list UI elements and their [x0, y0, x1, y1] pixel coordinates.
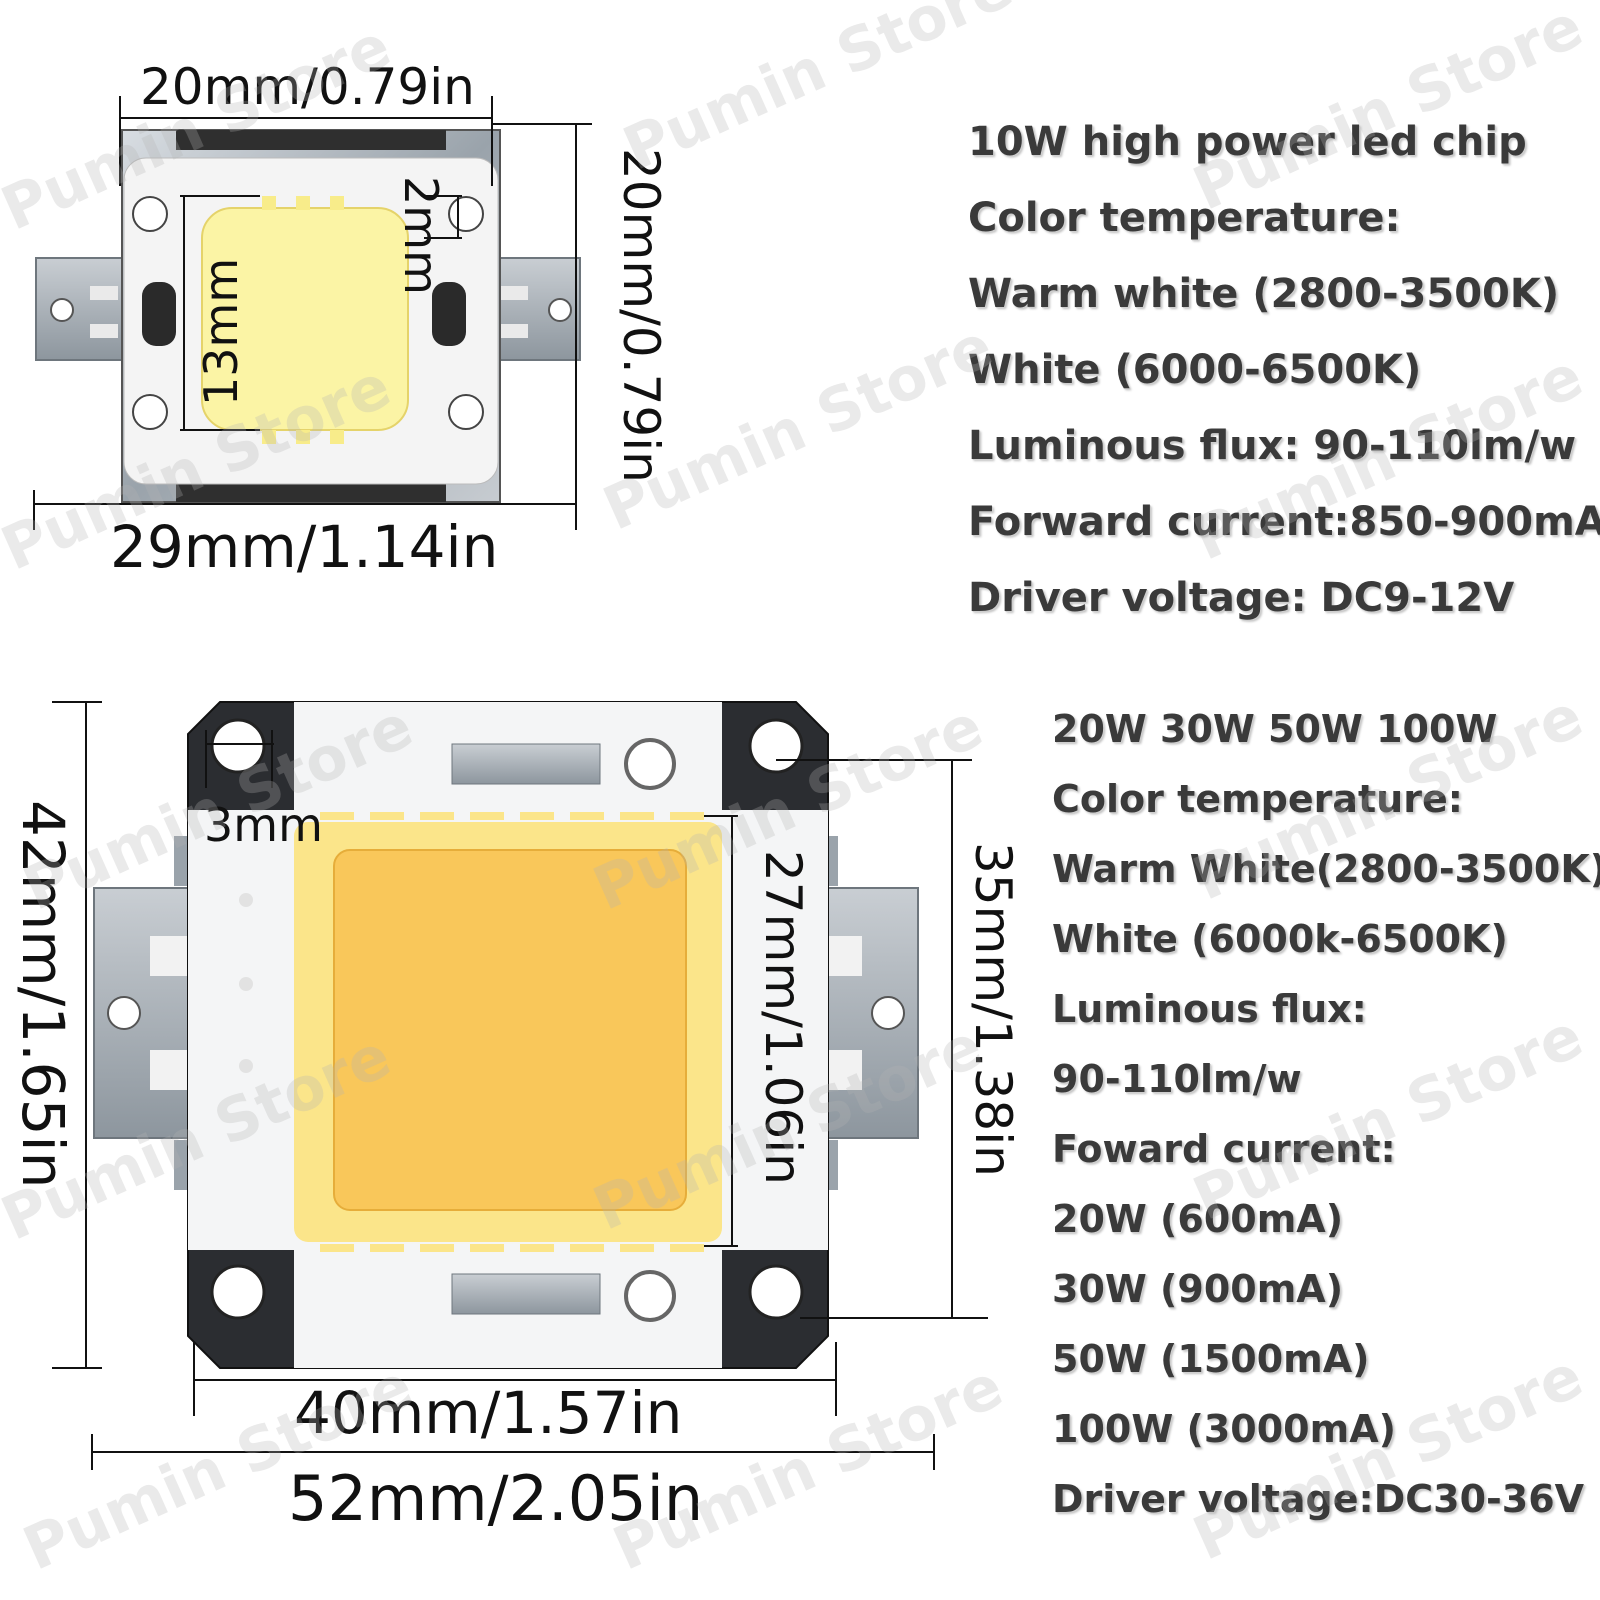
spec-large-line: 30W (900mA) [1052, 1267, 1344, 1311]
small-chip-dim-bottom-label: 29mm/1.14in [110, 513, 499, 581]
spec-large-line: Color temperature: [1052, 777, 1463, 821]
spec-large-title: 20W 30W 50W 100W [1052, 707, 1498, 751]
large-chip-dim-inner-width-label: 40mm/1.57in [294, 1379, 683, 1447]
spec-small-line: Color temperature: [968, 195, 1401, 241]
spec-small-line: White (6000-6500K) [968, 347, 1422, 393]
spec-small-title: 10W high power led chip [968, 119, 1527, 165]
large-chip-dim-outer-width-label: 52mm/2.05in [288, 1462, 704, 1535]
spec-large-line: Foward current: [1052, 1127, 1396, 1171]
spec-large-line: 50W (1500mA) [1052, 1337, 1370, 1381]
small-chip-dim-right-label: 20mm/0.79in [612, 148, 670, 483]
spec-small-line: Driver voltage: DC9-12V [968, 575, 1515, 621]
small-chip-dim-gap-label: 2mm [394, 176, 448, 295]
spec-large-line: 100W (3000mA) [1052, 1407, 1396, 1451]
spec-small-line: Luminous flux: 90-110lm/w [968, 423, 1577, 469]
spec-large-line: Luminous flux: [1052, 987, 1367, 1031]
spec-large-line: 90-110lm/w [1052, 1057, 1302, 1101]
small-chip-dimension-lines [33, 96, 592, 530]
small-chip-dim-emitter-label: 13mm [194, 257, 248, 406]
large-chip-dimension-lines [52, 701, 988, 1470]
small-chip-left-tab [35, 257, 127, 361]
large-chip-dim-gap-label: 3mm [204, 798, 323, 852]
spec-large-line: Driver voltage:DC30-36V [1052, 1477, 1585, 1521]
large-chip-dim-holes-label: 35mm/1.38in [964, 842, 1022, 1177]
spec-small-line: Forward current:850-900mA [968, 499, 1600, 545]
spec-large-line: Warm White(2800-3500K) [1052, 847, 1600, 891]
spec-small-line: Warm white (2800-3500K) [968, 271, 1560, 317]
spec-large-line: White (6000k-6500K) [1052, 917, 1508, 961]
small-chip-dim-top-label: 20mm/0.79in [140, 58, 475, 116]
large-chip-led-emitter [333, 849, 687, 1211]
large-chip [93, 701, 919, 1369]
spec-large-line: 20W (600mA) [1052, 1197, 1344, 1241]
